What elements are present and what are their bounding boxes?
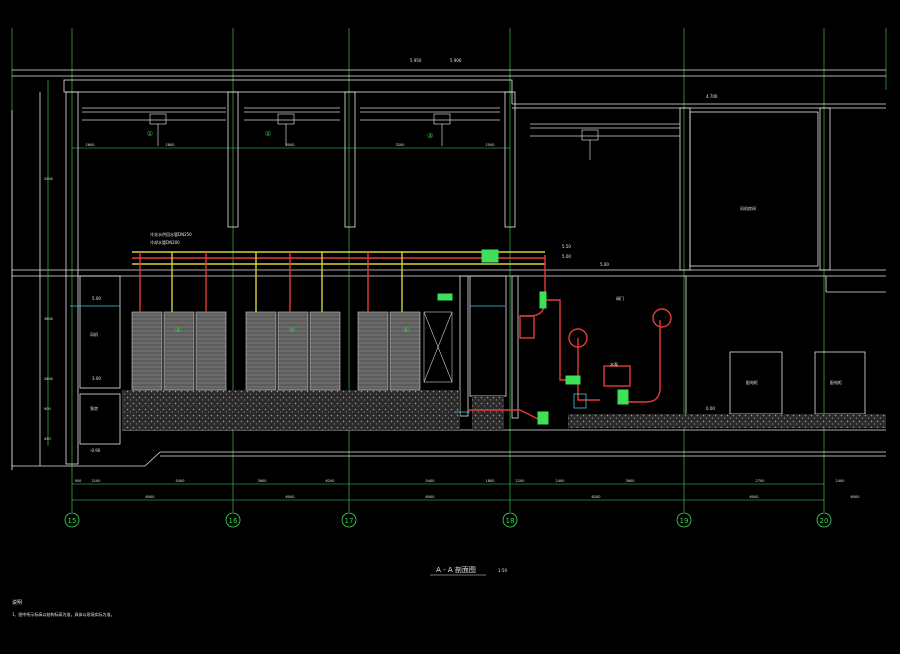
drawing-scale: 1:50 [498, 568, 507, 573]
dim-v-2: 3600 [44, 317, 53, 321]
elev-pipe-1: 5.50 [562, 244, 571, 249]
dim-top-5: 2500 [486, 143, 495, 147]
right-rooms [689, 111, 866, 415]
dim-v-3: 2600 [44, 377, 53, 381]
label-left-room-2: 泵房 [90, 405, 98, 411]
axis-label-15: 15 [68, 517, 77, 525]
notes-line: 1、图中所示标高以结构标高为准，具体以现场实际为准。 [12, 611, 115, 617]
dim-top-2: 2800 [166, 143, 175, 147]
callout-4: ④ [175, 326, 181, 334]
callout-1: ① [147, 130, 153, 138]
dim-t-6: 6000 [851, 495, 860, 499]
axis-label-17: 17 [345, 517, 354, 525]
elev-roof-a: 5.950 [410, 58, 422, 63]
dim-b-12: 2400 [836, 479, 845, 483]
elev-floor: 0.00 [706, 406, 715, 411]
label-valve: 阀门 [616, 295, 624, 301]
label-pipe-note-1: 冷冻水供回水管DN250 [150, 231, 192, 237]
dim-v-4: 900 [44, 407, 51, 411]
dim-v-5: 450 [44, 437, 51, 441]
dim-v-1: 2000 [44, 177, 53, 181]
dim-t-4: 6200 [592, 495, 601, 499]
vertical-dimension-text: 2000 3600 2600 900 450 [44, 177, 53, 441]
dim-b-10: 3600 [626, 479, 635, 483]
axis-label-20: 20 [820, 517, 829, 525]
dim-b-3: 5400 [176, 479, 185, 483]
elev-left-2: 3.00 [92, 376, 101, 381]
foundation-fill [122, 390, 886, 430]
building-structure [11, 69, 886, 470]
drawing-title-block: A - A 剖面图 1:50 [430, 565, 507, 576]
axis-label-18: 18 [506, 517, 515, 525]
label-pipe-note-2: 冷却水管DN200 [150, 239, 180, 245]
callout-5: ⑤ [289, 326, 295, 334]
equipment-callouts: ① ② ③ ④ ⑤ ⑥ [147, 130, 433, 334]
callout-6: ⑥ [403, 326, 409, 334]
callout-2: ② [265, 130, 271, 138]
dim-b-11: 2700 [756, 479, 765, 483]
dim-b-7: 1800 [486, 479, 495, 483]
dim-top-4: 3200 [396, 143, 405, 147]
dim-b-1: 900 [75, 479, 82, 483]
dim-t-2: 6000 [286, 495, 295, 499]
dim-t-5: 6000 [750, 495, 759, 499]
dim-t-3: 6000 [426, 495, 435, 499]
top-dimension-text: 2600 2800 3000 3200 2500 [86, 143, 495, 147]
dimension-lines [47, 80, 824, 501]
notes-heading: 说明 [12, 599, 22, 606]
dim-b-6: 5400 [426, 479, 435, 483]
overhead-cranes [82, 107, 680, 160]
label-room-right: 风机房间 [740, 205, 756, 211]
axis-label-16: 16 [229, 517, 238, 525]
cooling-units [131, 311, 453, 391]
dim-b-4: 3600 [258, 479, 267, 483]
elevation-marks: 5.950 5.900 4.700 5.50 5.00 5.00 5.00 3.… [90, 58, 718, 453]
grid-axis-labels: 15 16 17 18 19 20 [68, 517, 829, 525]
bottom-dimension-text: 900 2100 5400 3600 6200 5400 1800 2200 2… [75, 479, 860, 499]
callout-3: ③ [427, 132, 433, 140]
dim-b-8: 2200 [516, 479, 525, 483]
elev-roof-b: 5.900 [450, 58, 462, 63]
dim-top-3: 3000 [286, 143, 295, 147]
elev-level-1: 5.00 [600, 262, 609, 267]
valves [437, 249, 629, 425]
dim-b-9: 2400 [556, 479, 565, 483]
dim-b-5: 6200 [326, 479, 335, 483]
axis-label-19: 19 [680, 517, 689, 525]
dim-t-1: 6000 [146, 495, 155, 499]
cyan-markers [70, 305, 587, 413]
drawing-title: A - A 剖面图 [436, 565, 476, 574]
elev-pit: -0.90 [90, 448, 101, 453]
dim-b-2: 2100 [92, 479, 101, 483]
elev-pipe-2: 5.00 [562, 254, 571, 259]
elev-left-1: 5.00 [92, 296, 101, 301]
label-pump: 水泵 [610, 361, 618, 367]
dim-top-1: 2600 [86, 143, 95, 147]
room-labels: 风机房间 配电柜 配电柜 冷冻水供回水管DN250 冷却水管DN200 水泵 阀… [90, 205, 842, 411]
label-cabinet-2: 配电柜 [830, 379, 842, 385]
label-left-room-1: 风机 [90, 331, 98, 337]
drawing-notes: 说明 1、图中所示标高以结构标高为准，具体以现场实际为准。 [12, 599, 115, 617]
label-cabinet-1: 配电柜 [746, 379, 758, 385]
grid-axis-bubbles [64, 512, 832, 528]
elev-mid-right: 4.700 [706, 94, 718, 99]
